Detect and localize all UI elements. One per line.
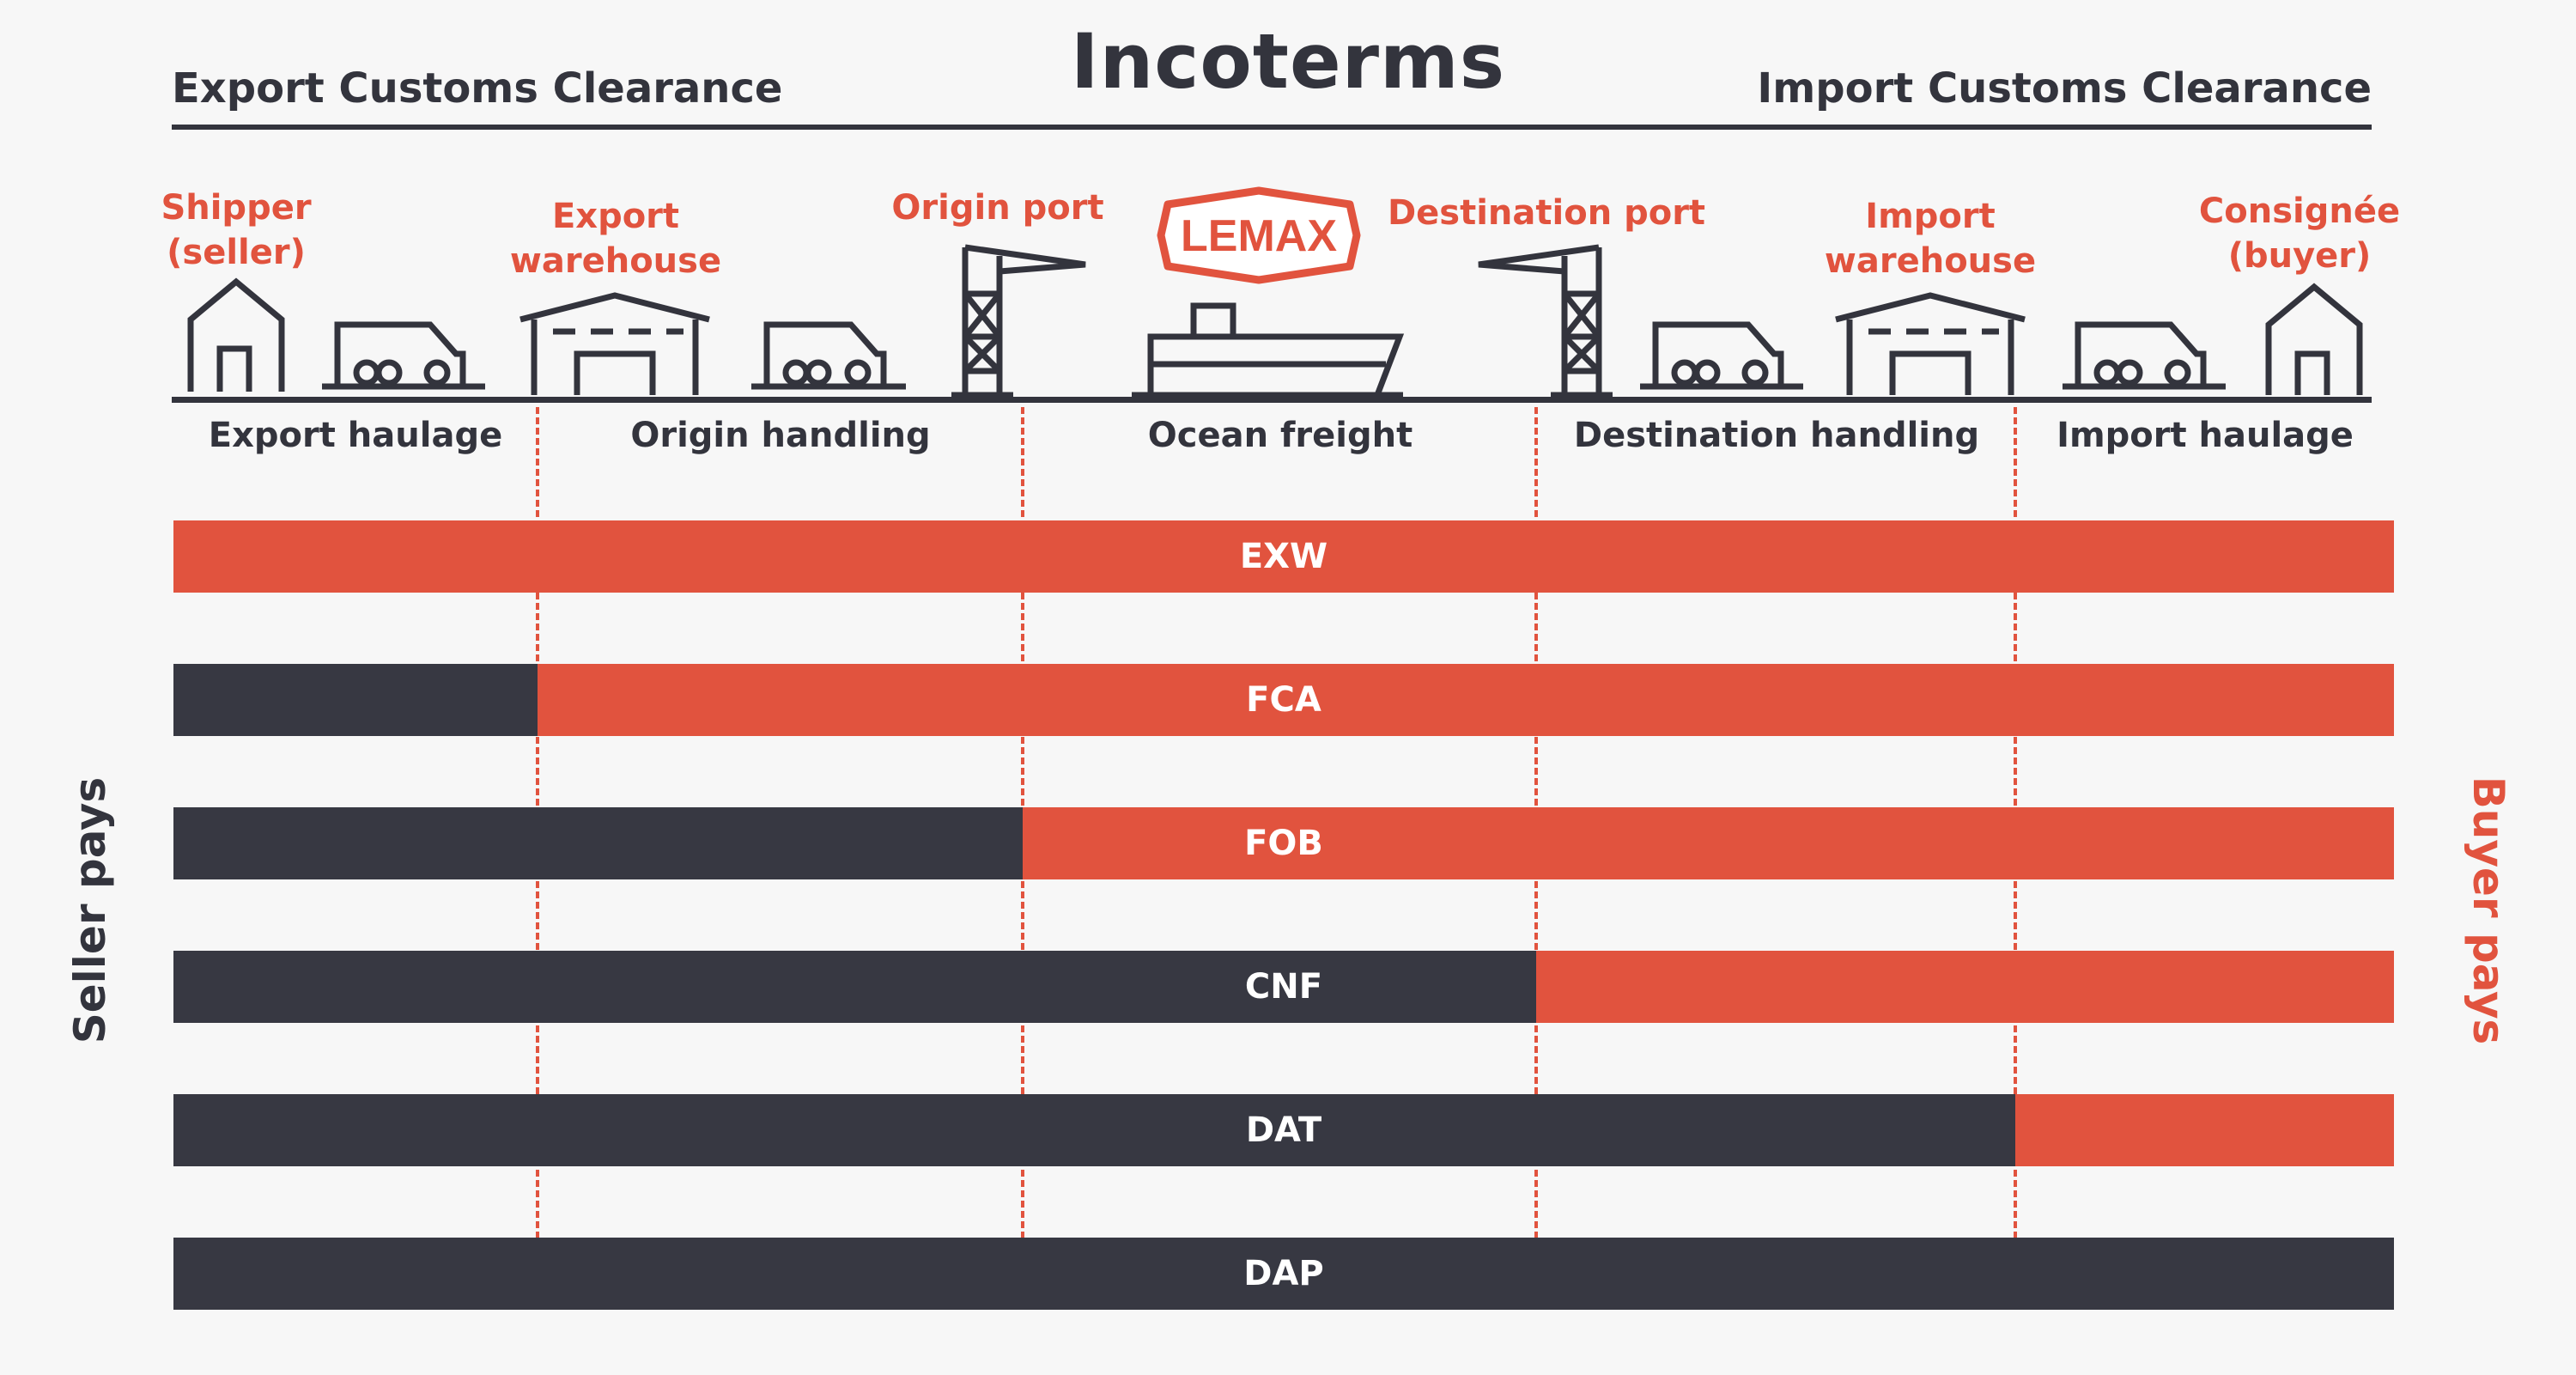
truck-icon xyxy=(2063,321,2226,390)
ship-icon xyxy=(1132,302,1405,399)
term-label: EXW xyxy=(1239,537,1328,576)
term-label: FOB xyxy=(1244,824,1323,863)
export-clearance-label: Export Customs Clearance xyxy=(172,64,783,113)
origin-port-label: Origin port xyxy=(891,188,1104,228)
import-clearance-label: Import Customs Clearance xyxy=(1757,64,2372,113)
house-icon xyxy=(2265,283,2363,395)
term-bar-fob: FOB xyxy=(173,807,2394,879)
seller-portion xyxy=(173,951,1536,1023)
truck-icon xyxy=(751,321,906,390)
term-bar-exw: EXW xyxy=(173,520,2394,593)
segment-ocean-freight: Ocean freight xyxy=(1147,416,1413,455)
lemax-logo: LEMAX xyxy=(1157,186,1361,284)
term-label: CNF xyxy=(1244,967,1323,1007)
term-bar-dat: DAT xyxy=(173,1094,2394,1166)
truck-icon xyxy=(1640,321,1803,390)
term-bar-fca: FCA xyxy=(173,664,2394,736)
ground-line xyxy=(172,397,2372,403)
term-label: DAP xyxy=(1243,1254,1324,1293)
crane-icon xyxy=(951,244,1086,399)
seller-portion xyxy=(173,807,1023,879)
truck-icon xyxy=(322,321,485,390)
buyer-pays-label: Buyer pays xyxy=(2464,776,2513,1045)
seller-portion xyxy=(173,664,538,736)
crane-icon xyxy=(1478,244,1613,399)
page-title: Incoterms xyxy=(1070,17,1506,106)
term-label: FCA xyxy=(1246,680,1321,720)
shipper-label: Shipper(seller) xyxy=(161,188,312,272)
segment-destination-handling: Destination handling xyxy=(1573,416,1980,455)
segment-export-haulage: Export haulage xyxy=(208,416,503,455)
warehouse-icon xyxy=(1835,292,2026,395)
term-label: DAT xyxy=(1245,1110,1322,1150)
seller-pays-label: Seller pays xyxy=(65,776,115,1044)
segment-import-haulage: Import haulage xyxy=(2057,416,2354,455)
logo-text: LEMAX xyxy=(1181,211,1337,261)
segment-origin-handling: Origin handling xyxy=(630,416,931,455)
term-bar-cnf: CNF xyxy=(173,951,2394,1023)
destination-port-label: Destination port xyxy=(1387,193,1706,233)
header-rule xyxy=(172,125,2372,130)
seller-portion xyxy=(173,1238,2394,1310)
seller-portion xyxy=(173,1094,2015,1166)
term-bar-dap: DAP xyxy=(173,1238,2394,1310)
house-icon xyxy=(187,277,285,392)
warehouse-icon xyxy=(519,292,710,395)
consignee-label: Consignée(buyer) xyxy=(2198,192,2401,276)
